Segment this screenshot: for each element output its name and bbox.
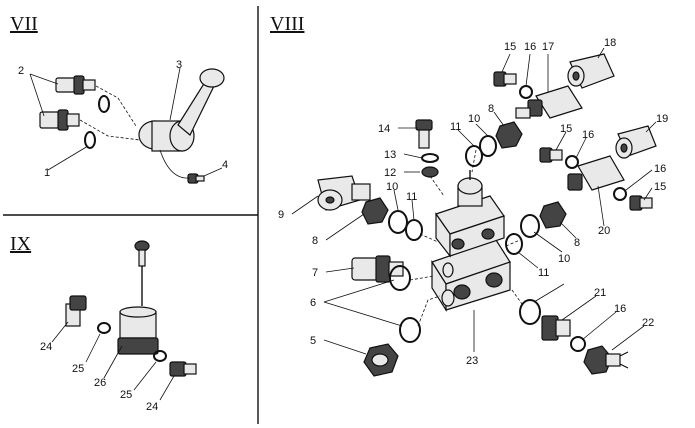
washer-16-top — [519, 85, 533, 99]
washer-6-right — [519, 299, 541, 325]
sensor-block — [117, 306, 159, 355]
label-10-c: 10 — [558, 253, 570, 265]
section-title-vii: VII — [10, 13, 38, 35]
fitting-upper — [55, 75, 96, 95]
label-16-d: 16 — [614, 303, 626, 315]
label-25-right: 25 — [120, 389, 132, 401]
elbow-19 — [615, 125, 657, 159]
sensor-probe — [134, 240, 150, 306]
washer-25-left — [97, 322, 111, 334]
screw — [187, 173, 205, 184]
elbow-18 — [567, 53, 615, 89]
fitting-24-left — [65, 295, 87, 327]
fitting-7 — [351, 255, 404, 283]
washer-11-left — [405, 219, 423, 241]
section-title-viii: VIII — [270, 13, 304, 35]
label-6-left: 6 — [310, 297, 316, 309]
label-15-a: 15 — [504, 41, 516, 53]
label-17: 17 — [542, 41, 554, 53]
lever-valve-body — [138, 68, 225, 152]
reducer-20 — [567, 155, 625, 191]
switch-22 — [583, 345, 629, 375]
label-1: 1 — [44, 167, 50, 179]
label-11-c: 11 — [538, 267, 549, 279]
label-11-a: 11 — [450, 121, 461, 133]
washer-lower — [84, 131, 96, 149]
label-16-a: 16 — [524, 41, 536, 53]
label-20: 20 — [598, 225, 610, 237]
label-15-c: 15 — [654, 181, 666, 193]
section-ix-parts — [51, 240, 197, 401]
washer-6-lower — [399, 317, 421, 343]
fitting-15-right — [629, 195, 653, 211]
label-9: 9 — [278, 209, 284, 221]
label-14: 14 — [378, 123, 390, 135]
label-8-b: 8 — [312, 235, 318, 247]
fitting-15-mid — [539, 147, 563, 163]
washer-upper — [98, 95, 110, 113]
nut-8-right — [539, 201, 567, 229]
washer-10-left — [388, 210, 408, 234]
washer-10-right — [520, 214, 540, 238]
nut-12 — [421, 166, 439, 178]
label-16-c: 16 — [654, 163, 666, 175]
section-viii-labels: 15 16 17 18 14 11 10 8 15 16 19 13 12 16… — [278, 37, 668, 367]
fitting-lower — [39, 109, 80, 131]
label-24-right: 24 — [146, 401, 158, 413]
label-16-b: 16 — [582, 129, 594, 141]
nut-8-left — [361, 197, 389, 225]
label-24-left: 24 — [40, 341, 52, 353]
plug-5 — [363, 343, 399, 377]
fitting-15-top — [493, 71, 517, 87]
central-valve-assembly — [431, 170, 511, 313]
section-vii-labels: 2 3 1 4 — [18, 59, 228, 179]
washer-11-right — [505, 233, 523, 255]
label-13: 13 — [384, 149, 396, 161]
section-vii-parts — [29, 67, 225, 184]
bolt-14 — [415, 119, 433, 149]
label-11-b: 11 — [406, 191, 417, 203]
label-18: 18 — [604, 37, 616, 49]
label-23: 23 — [466, 355, 478, 367]
label-22: 22 — [642, 317, 654, 329]
label-12: 12 — [384, 167, 396, 179]
washer-11-top — [465, 145, 483, 167]
label-4: 4 — [222, 159, 228, 171]
label-19: 19 — [656, 113, 668, 125]
label-10-b: 10 — [386, 181, 398, 193]
washer-16-bottom — [570, 336, 586, 352]
label-10-a: 10 — [468, 113, 480, 125]
fitting-24-right — [169, 361, 197, 377]
label-21: 21 — [594, 287, 606, 299]
washer-16-mid — [565, 155, 579, 169]
label-2: 2 — [18, 65, 24, 77]
label-5: 5 — [310, 335, 316, 347]
banjo-fitting-9 — [317, 175, 371, 211]
section-ix-labels: 24 25 26 25 24 — [40, 341, 158, 413]
washer-25-right — [153, 350, 167, 362]
label-26: 26 — [94, 377, 106, 389]
label-3: 3 — [176, 59, 182, 71]
label-15-b: 15 — [560, 123, 572, 135]
section-title-ix: IX — [10, 233, 32, 255]
label-25-left: 25 — [72, 363, 84, 375]
label-8-c: 8 — [574, 237, 580, 249]
washer-13 — [421, 153, 439, 163]
reducer-17 — [515, 85, 583, 119]
label-7: 7 — [312, 267, 318, 279]
section-viii-parts — [291, 47, 657, 377]
fitting-21 — [541, 315, 571, 341]
nut-8-top — [495, 121, 523, 149]
washer-16-right — [613, 187, 627, 201]
washer-6-upper — [389, 265, 411, 291]
label-8-a: 8 — [488, 103, 494, 115]
